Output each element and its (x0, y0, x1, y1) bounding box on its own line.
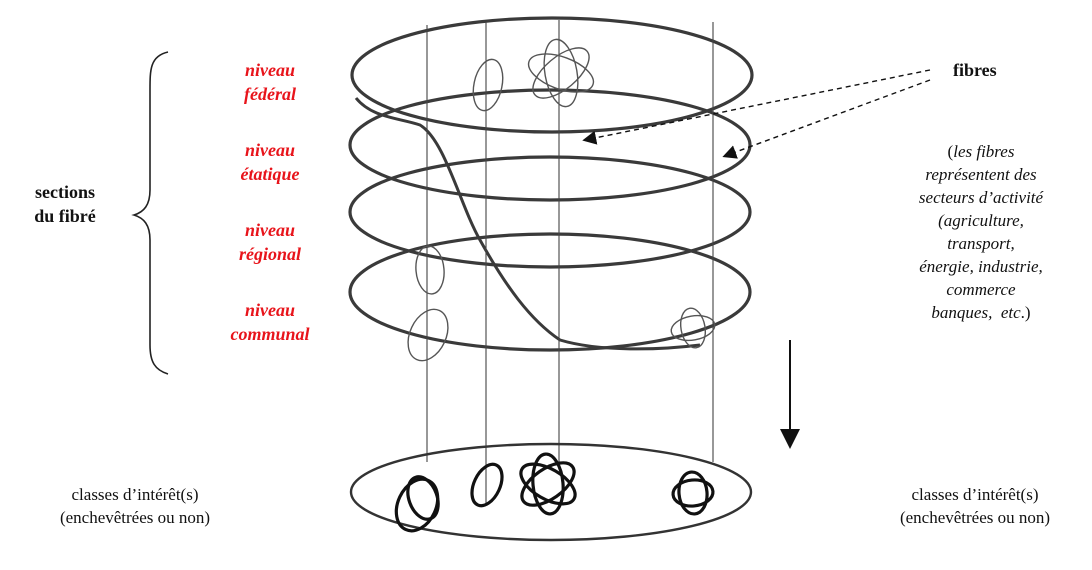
level-regional: niveau régional (205, 218, 335, 266)
level-communal-line1: niveau (244, 300, 295, 320)
ring-federal (350, 16, 754, 134)
fibres-description: (les fibres représentent des secteurs d’… (886, 140, 1076, 324)
desc-line7: commerce (946, 280, 1016, 299)
sections-brace (131, 51, 169, 375)
level-regional-line1: niveau (244, 220, 295, 240)
level-state-line2: étatique (240, 164, 300, 184)
classes-right-line2: (enchevêtrées ou non) (899, 508, 1051, 527)
ring-state (348, 88, 752, 202)
level-state: niveau étatique (205, 138, 335, 186)
sections-line2: du fibré (34, 206, 96, 226)
base-knots (394, 452, 715, 533)
desc-line3: secteurs d’activité (918, 188, 1044, 207)
sections-line1: sections (35, 182, 95, 202)
desc-line5: transport, (947, 234, 1015, 253)
level-regional-line2: régional (238, 244, 301, 264)
base-ring (349, 442, 753, 542)
classes-left-label: classes d’intérêt(s) (enchevêtrées ou no… (20, 483, 250, 529)
desc-line4: (agriculture, (938, 211, 1024, 230)
fibres-pointers (582, 69, 931, 159)
level-federal-line2: fédéral (244, 84, 296, 104)
helix-curve (354, 97, 701, 351)
desc-etc: etc (1000, 303, 1021, 322)
fibres-lines (426, 20, 714, 505)
level-federal-line1: niveau (244, 60, 295, 80)
level-state-line1: niveau (244, 140, 295, 160)
sections-label: sections du fibré (5, 180, 125, 228)
ring-communal (348, 232, 752, 352)
ring-regional (348, 155, 752, 269)
level-communal: niveau communal (205, 298, 335, 346)
desc-close: .) (1020, 303, 1031, 322)
desc-line8: banques, (931, 303, 1001, 322)
desc-open-paren: ( (947, 142, 954, 161)
desc-line6: énergie, industrie, (919, 257, 1043, 276)
fibre-knots-upper (407, 38, 716, 362)
classes-right-label: classes d’intérêt(s) (enchevêtrées ou no… (860, 483, 1090, 529)
classes-left-line2: (enchevêtrées ou non) (59, 508, 211, 527)
desc-line1: les fibres (953, 142, 1015, 161)
fibres-title: fibres (953, 60, 997, 80)
classes-right-line1: classes d’intérêt(s) (911, 485, 1039, 504)
section-rings (348, 16, 754, 352)
level-federal: niveau fédéral (205, 58, 335, 106)
level-communal-line2: communal (230, 324, 310, 344)
desc-line2: représentent des (925, 165, 1037, 184)
classes-left-line1: classes d’intérêt(s) (71, 485, 199, 504)
